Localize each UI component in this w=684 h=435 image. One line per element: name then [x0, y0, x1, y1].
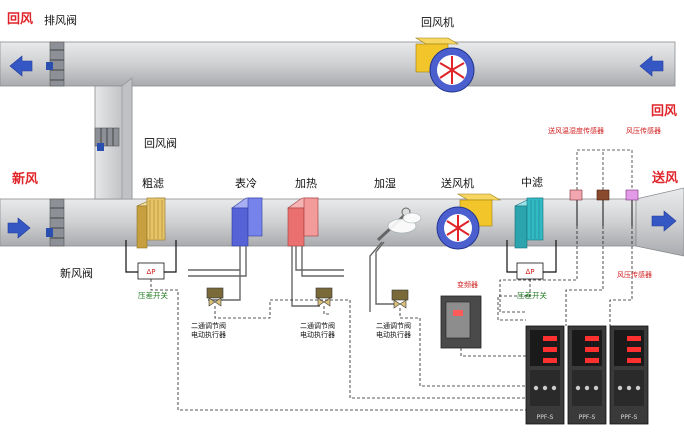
- label-fresh-damper: 新风阀: [60, 267, 93, 280]
- label-return-air-left: 回风: [7, 12, 34, 27]
- label-medium-filter: 中滤: [521, 176, 543, 189]
- humidifier-icon: [376, 207, 422, 242]
- label-supply-fan: 送风机: [441, 177, 474, 190]
- sensors-icon: [569, 189, 639, 226]
- label-diff-switch-2: 压差开关: [517, 291, 547, 300]
- label-coarse-filter: 粗滤: [142, 177, 164, 190]
- label-temp-humidity-sensor: 送风温湿度传感器: [548, 127, 604, 135]
- return-duct-top: [0, 41, 676, 87]
- controllers-icon: PPF-S PPF-S PPF-S: [525, 325, 649, 425]
- heating-coil-icon: [287, 197, 319, 247]
- label-valve-2: 二通调节阀 电动执行器: [300, 322, 335, 339]
- fresh-damper-icon: [46, 198, 65, 247]
- mixing-duct-side: [121, 77, 133, 200]
- label-valve-1: 二通调节阀 电动执行器: [191, 322, 226, 339]
- ctrl-label-3: PPF-S: [621, 414, 638, 421]
- label-heating-coil: 加热: [295, 177, 317, 190]
- label-exhaust-damper: 排风阀: [44, 14, 77, 27]
- label-pressure-sensor-top: 风压传感器: [626, 127, 661, 135]
- cooling-coil-icon: [231, 197, 263, 247]
- switch-box-text: ΔP: [146, 268, 155, 276]
- valve-2-icon: [315, 287, 333, 307]
- arrow-return-left-icon: [9, 55, 33, 77]
- label-supply-air: 送风: [652, 171, 679, 186]
- label-diff-switch-1: 压差开关: [138, 291, 168, 300]
- valve-3-icon: [391, 289, 409, 309]
- label-pressure-sensor-bottom: 风压传感器: [617, 271, 652, 279]
- return-fan-icon: [414, 37, 475, 93]
- valve-1-icon: [206, 287, 224, 307]
- return-damper-icon: [94, 127, 120, 151]
- label-return-fan: 回风机: [421, 16, 454, 29]
- label-vfd: 变频器: [457, 281, 478, 289]
- diff-switch-1-icon: ΔP: [125, 240, 177, 280]
- supply-fan-icon: [436, 193, 502, 250]
- label-fresh-air: 新风: [12, 172, 39, 187]
- control-wiring: [150, 226, 633, 411]
- sensor-wiring: [576, 149, 633, 190]
- label-return-air-right: 回风: [651, 104, 678, 119]
- medium-filter-icon: [514, 197, 544, 249]
- exhaust-damper-icon: [46, 41, 65, 87]
- controller-2: [567, 325, 607, 425]
- vfd-icon: [440, 295, 482, 349]
- coil-piping: [188, 241, 398, 312]
- arrow-return-right-icon: [639, 55, 664, 77]
- label-humidifier: 加湿: [374, 177, 396, 190]
- controller-3: [609, 325, 649, 425]
- label-cooling-coil: 表冷: [235, 177, 257, 190]
- ctrl-label-1: PPF-S: [537, 414, 554, 421]
- arrow-supply-out-icon: [651, 210, 677, 232]
- switch-box-text-2: ΔP: [525, 268, 534, 276]
- coarse-filter-icon: [136, 197, 166, 249]
- arrow-fresh-in-icon: [7, 217, 31, 239]
- label-valve-3: 二通调节阀 电动执行器: [376, 322, 411, 339]
- ctrl-label-2: PPF-S: [579, 414, 596, 421]
- label-return-damper: 回风阀: [144, 137, 177, 150]
- controller-1: [525, 325, 565, 425]
